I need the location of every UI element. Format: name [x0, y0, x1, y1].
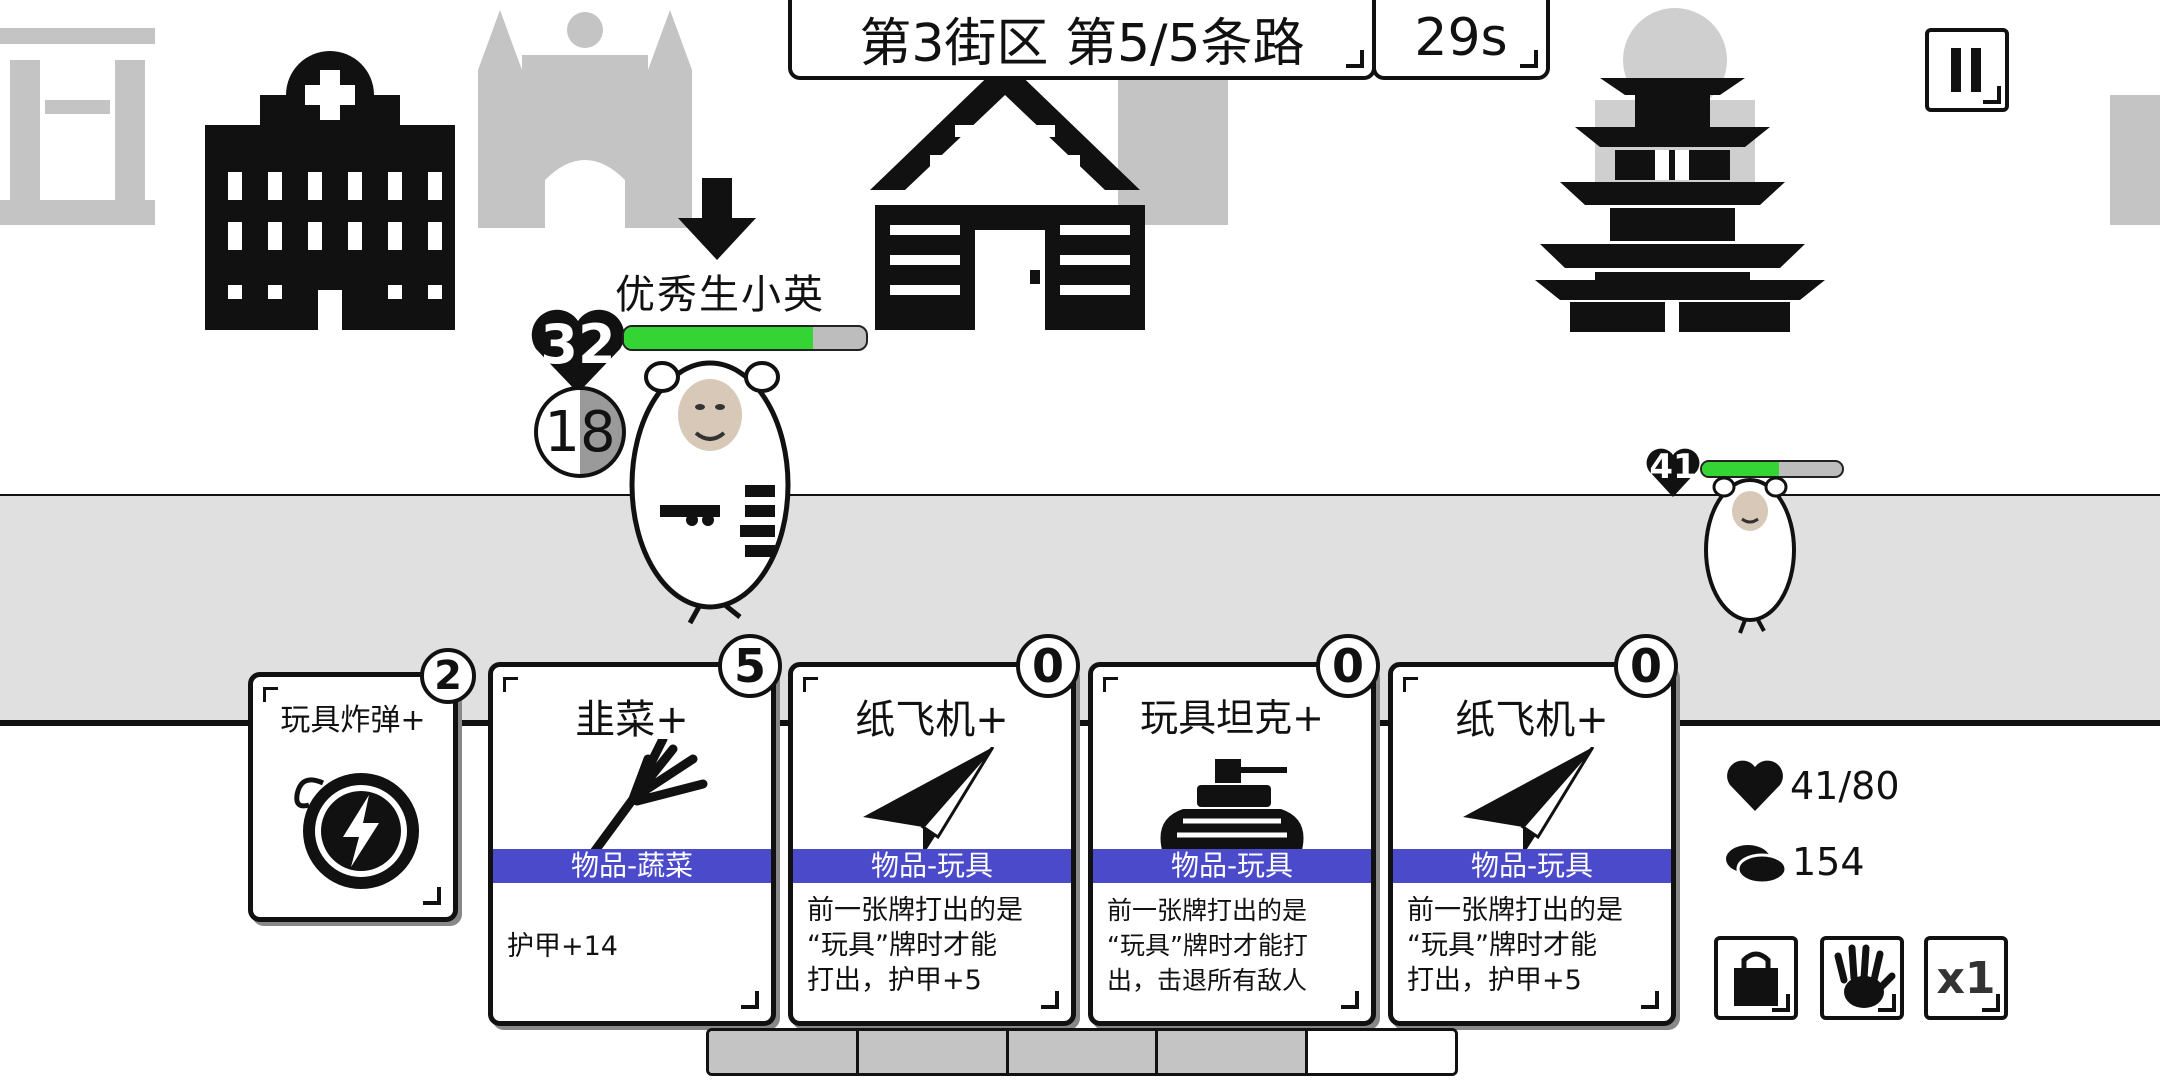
pagoda-icon: [1535, 78, 1825, 332]
player-hp: 41/80: [1726, 758, 1900, 814]
card-title: 韭菜+: [575, 697, 689, 743]
leek-icon: [578, 739, 708, 869]
card-cost-badge: 2: [420, 648, 476, 704]
enemy-intent-badge: 18: [534, 386, 626, 478]
card-title: 玩具坦克+: [1140, 696, 1324, 740]
paper-plane-icon: [1463, 747, 1595, 855]
card-description: 前一张牌打出的是 “玩具”牌时才能 打出，护甲+5: [1407, 895, 1623, 996]
card-paper-plane[interactable]: 纸飞机+ 物品-玩具 前一张牌打出的是 “玩具”牌时才能 打出，护甲+5: [1388, 662, 1676, 1026]
progress-segment: [1008, 1031, 1159, 1073]
turn-progress-bar: [706, 1028, 1458, 1076]
cabin-icon: [870, 60, 1145, 330]
card-cost-badge: 0: [1614, 634, 1678, 698]
card-description: 前一张牌打出的是 “玩具”牌时才能打 出，击退所有敌人: [1107, 896, 1308, 995]
enemy-character: [620, 355, 800, 625]
card-paper-plane[interactable]: 纸飞机+ 物品-玩具 前一张牌打出的是 “玩具”牌时才能 打出，护甲+5: [788, 662, 1076, 1026]
player-hp-value: 41/80: [1790, 764, 1900, 808]
progress-segment: [1308, 1031, 1455, 1073]
card-type-tag: 物品-玩具: [1393, 849, 1671, 883]
small-enemy-character: [1700, 475, 1800, 635]
small-enemy-hp-heart: 41: [1645, 445, 1701, 499]
card-type-tag: 物品-蔬菜: [493, 849, 771, 883]
card-description: 护甲+14: [507, 931, 618, 962]
enemy-hp-value: 32: [540, 312, 616, 376]
location-banner: 第3街区 第5/5条路: [788, 0, 1376, 80]
paper-plane-icon: [863, 747, 995, 855]
card-leek[interactable]: 韭菜+ 物品-蔬菜 护甲+14: [488, 662, 776, 1026]
card-type-tag: 物品-玩具: [1093, 849, 1371, 883]
card-type-tag: 物品-玩具: [793, 849, 1071, 883]
building-silhouettes: [0, 8, 2160, 332]
blob-character-icon: [1704, 476, 1796, 634]
small-enemy-hp-bar: [1700, 460, 1844, 478]
card-cost-badge: 5: [718, 634, 782, 698]
location-label: 第3街区 第5/5条路: [859, 13, 1305, 74]
target-arrow-icon: [678, 178, 756, 260]
progress-segment: [1158, 1031, 1309, 1073]
progress-segment: [858, 1031, 1009, 1073]
card-title: 玩具炸弹+: [280, 703, 426, 738]
enemy-hp-bar: [622, 325, 868, 351]
player-coins: 154: [1722, 834, 1865, 890]
progress-segment: [709, 1031, 859, 1073]
card-cost-badge: 0: [1316, 634, 1380, 698]
bag-button[interactable]: [1714, 936, 1798, 1020]
pause-button[interactable]: [1925, 28, 2009, 112]
enemy-intent-value: 18: [544, 399, 616, 465]
enemy-name: 优秀生小英: [615, 272, 825, 318]
pause-icon: [1951, 48, 1981, 92]
skyline-background: [0, 0, 2160, 340]
heart-icon: [1727, 760, 1783, 811]
timer-label: 29s: [1414, 8, 1508, 68]
hospital-icon: [205, 51, 455, 330]
hand-button[interactable]: [1820, 936, 1904, 1020]
card-title: 纸飞机+: [855, 697, 1009, 743]
card-description: 前一张牌打出的是 “玩具”牌时才能 打出，护甲+5: [807, 895, 1023, 996]
card-toy-bomb[interactable]: 玩具炸弹+: [248, 672, 458, 922]
card-toy-tank[interactable]: 玩具坦克+ 物品-玩具 前一张牌打出的是 “玩具”牌时才能打 出，击退所有敌人: [1088, 662, 1376, 1026]
small-enemy-hp-value: 41: [1649, 447, 1697, 487]
heart-icon: [531, 309, 625, 393]
player-coins-value: 154: [1792, 840, 1865, 884]
hand-icon: [1834, 944, 1896, 1008]
bag-icon: [1734, 951, 1778, 1006]
enemy-hp-heart: 32: [528, 305, 628, 395]
speed-button[interactable]: x1: [1924, 936, 2008, 1020]
tank-icon: [1160, 759, 1304, 867]
bomb-icon: [294, 773, 419, 889]
coins-icon: [1726, 845, 1788, 885]
heart-icon: [1646, 448, 1700, 497]
speed-label: x1: [1936, 952, 1996, 1004]
turn-timer: 29s: [1372, 0, 1550, 80]
card-title: 纸飞机+: [1455, 697, 1609, 743]
blob-character-icon: [629, 360, 791, 625]
card-cost-badge: 0: [1016, 634, 1080, 698]
